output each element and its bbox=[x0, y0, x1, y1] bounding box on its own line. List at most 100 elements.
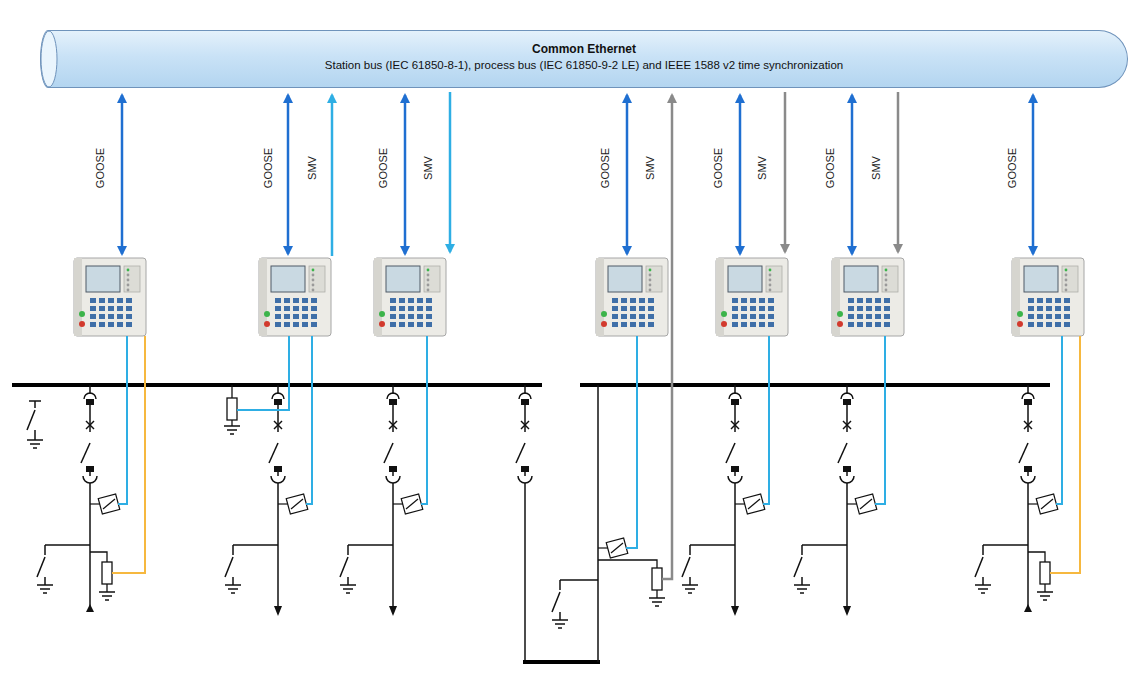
signal-label: SMV bbox=[644, 154, 657, 182]
cylinder-end bbox=[40, 30, 58, 88]
relay-key bbox=[1046, 298, 1052, 303]
relay-key bbox=[1037, 322, 1043, 327]
relay-led bbox=[885, 274, 888, 277]
relay-key bbox=[1028, 314, 1034, 319]
withdrawable-contact bbox=[521, 399, 529, 405]
ground-symbol bbox=[1040, 595, 1050, 597]
sensor-wire bbox=[1056, 336, 1062, 504]
relay-key bbox=[90, 298, 96, 303]
feeder-line bbox=[524, 405, 526, 432]
relay-key bbox=[293, 322, 299, 327]
earth-switch bbox=[975, 557, 983, 577]
signal-label: GOOSE bbox=[1006, 146, 1019, 190]
vt-lead bbox=[231, 385, 232, 398]
breaker-mark bbox=[86, 421, 94, 429]
sensor-lead bbox=[278, 503, 288, 504]
relay-key bbox=[621, 314, 627, 319]
ground-symbol bbox=[797, 588, 807, 590]
coupler-link bbox=[523, 660, 600, 664]
relay-led bbox=[769, 289, 772, 292]
relay-key bbox=[612, 306, 618, 311]
current-sensor bbox=[103, 499, 115, 509]
relay-key bbox=[390, 298, 396, 303]
ground-symbol bbox=[343, 588, 353, 590]
breaker-mark bbox=[274, 421, 282, 429]
withdrawable-contact bbox=[519, 393, 531, 399]
relay-key bbox=[302, 322, 308, 327]
relay-led-panel bbox=[766, 266, 782, 292]
relay-key bbox=[311, 322, 317, 327]
relay-key bbox=[875, 322, 881, 327]
relay-key bbox=[284, 306, 290, 311]
relay-led bbox=[885, 279, 888, 282]
ground-symbol bbox=[224, 425, 240, 427]
relay-key bbox=[884, 322, 890, 327]
bus-subtitle: Station bus (IEC 61850-8-1), process bus… bbox=[41, 57, 1127, 73]
relay-button bbox=[1017, 311, 1023, 317]
relay-key bbox=[284, 322, 290, 327]
relay-key bbox=[408, 306, 414, 311]
feeder-line bbox=[89, 483, 91, 612]
earth-switch bbox=[794, 557, 802, 577]
relay-button bbox=[379, 321, 385, 327]
relay-key bbox=[759, 322, 765, 327]
withdrawable-contact bbox=[84, 393, 96, 399]
vt-lead bbox=[1044, 584, 1045, 592]
relay-key bbox=[108, 322, 114, 327]
earth-switch bbox=[347, 545, 349, 555]
relay-key bbox=[293, 298, 299, 303]
relay-key bbox=[399, 298, 405, 303]
voltage-sensor bbox=[1040, 562, 1050, 584]
ground-symbol bbox=[30, 443, 40, 445]
relay-key bbox=[648, 306, 654, 311]
current-sensor bbox=[406, 499, 418, 509]
relay-key bbox=[884, 314, 890, 319]
earth-switch bbox=[559, 612, 561, 620]
relay-key bbox=[399, 314, 405, 319]
earth-lead bbox=[802, 544, 847, 546]
ground-symbol bbox=[649, 597, 665, 599]
relay-key bbox=[408, 322, 414, 327]
relay-key bbox=[1055, 306, 1061, 311]
disconnector-blade bbox=[516, 443, 525, 463]
earth-switch bbox=[552, 592, 560, 612]
relay-key bbox=[1046, 322, 1052, 327]
relay-led bbox=[312, 289, 315, 292]
relay-key bbox=[639, 322, 645, 327]
relay-key bbox=[311, 306, 317, 311]
relay-led bbox=[312, 274, 315, 277]
ground-symbol bbox=[555, 623, 565, 625]
relay-key bbox=[639, 298, 645, 303]
sensor-wire bbox=[118, 336, 127, 504]
relay-key bbox=[732, 322, 738, 327]
current-sensor bbox=[1041, 499, 1053, 509]
relay-key bbox=[1055, 314, 1061, 319]
relay-key bbox=[759, 298, 765, 303]
feeder-line bbox=[277, 483, 279, 612]
earth-switch bbox=[982, 545, 984, 555]
relay-led-panel bbox=[1062, 266, 1078, 292]
feeder-arrow bbox=[1024, 604, 1032, 612]
relay-led bbox=[1065, 269, 1068, 272]
relay-screen bbox=[1024, 266, 1058, 292]
feeder-arrow bbox=[389, 606, 397, 616]
relay-led bbox=[427, 284, 430, 287]
feeder-arrow bbox=[274, 606, 282, 616]
relay-key bbox=[417, 322, 423, 327]
feeder-line bbox=[1027, 472, 1029, 476]
ground-symbol bbox=[105, 599, 109, 601]
smv-arrow bbox=[449, 92, 452, 252]
relay-led bbox=[1065, 289, 1068, 292]
breaker-mark bbox=[274, 421, 282, 429]
relay-key bbox=[275, 298, 281, 303]
sensor-wire bbox=[421, 336, 427, 504]
relay-key bbox=[1037, 298, 1043, 303]
relay-key bbox=[302, 314, 308, 319]
ground-symbol bbox=[682, 584, 698, 586]
relay-key bbox=[621, 322, 627, 327]
protection-relay bbox=[716, 258, 788, 336]
relay-button bbox=[601, 311, 607, 317]
relay-key bbox=[1037, 314, 1043, 319]
ground-symbol bbox=[552, 619, 568, 621]
